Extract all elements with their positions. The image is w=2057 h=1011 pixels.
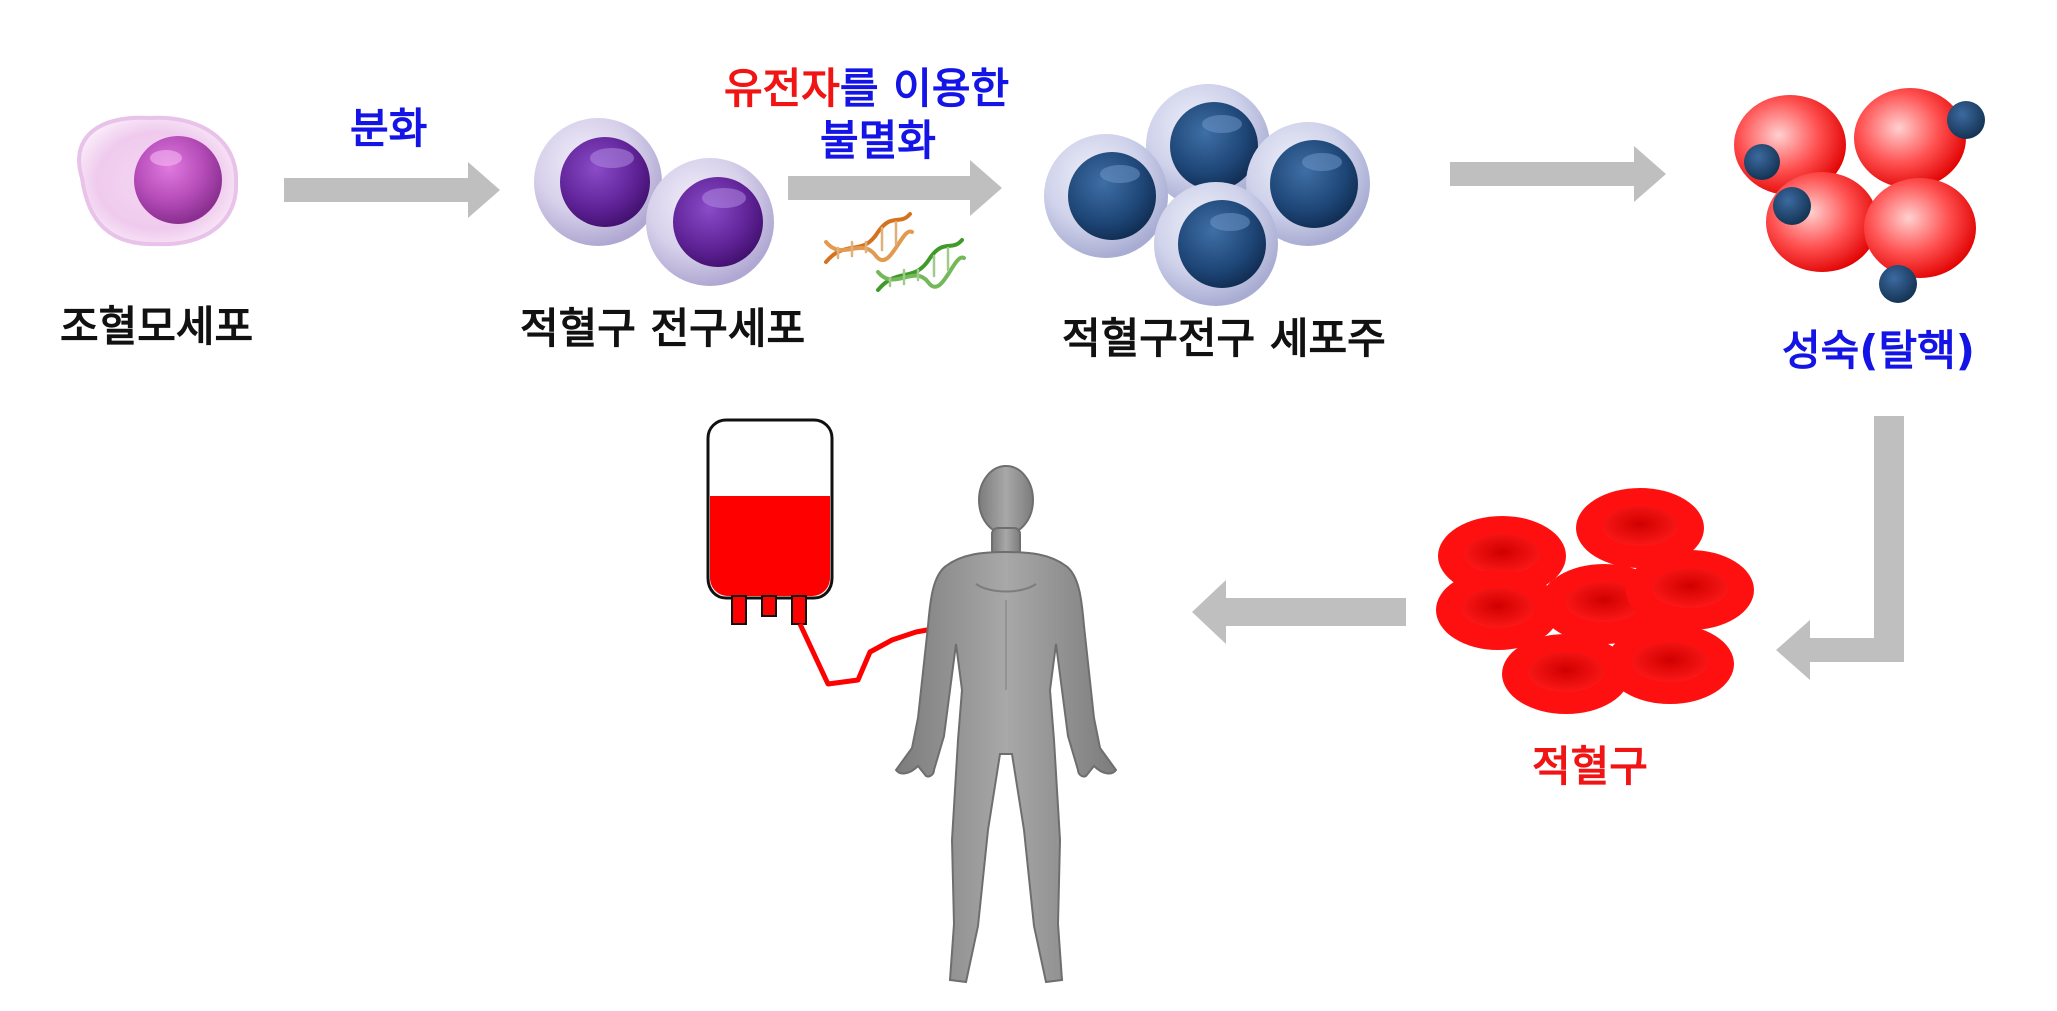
erythroid-progenitor-cell-line bbox=[1044, 84, 1370, 306]
arrow-elbow-down-left bbox=[1776, 416, 1904, 680]
label-hematopoietic-stem-cell: 조혈모세포 bbox=[60, 302, 254, 351]
maturing-enucleating-cells bbox=[1734, 88, 1985, 303]
blood-tube bbox=[797, 622, 939, 687]
erythroid-progenitor-cells bbox=[534, 118, 774, 286]
hematopoietic-stem-cell bbox=[77, 115, 239, 247]
label-red-blood-cell: 적혈구 bbox=[1532, 742, 1648, 791]
label-immortalization: 불멸화 bbox=[820, 116, 936, 165]
arrow-to-transfusion bbox=[1192, 580, 1406, 644]
red-blood-cell-cluster bbox=[1436, 488, 1754, 714]
blood-bag-icon bbox=[706, 418, 834, 625]
arrow-maturation bbox=[1450, 146, 1666, 202]
arrow-differentiation bbox=[284, 162, 500, 218]
label-erythroid-progenitor: 적혈구 전구세포 bbox=[520, 304, 806, 353]
arrow-immortalization bbox=[788, 160, 1002, 216]
label-erythroid-cell-line: 적혈구전구 세포주 bbox=[1062, 314, 1386, 363]
label-gene-immortalization: 유전자를 이용한 bbox=[724, 68, 1009, 110]
label-using-word: 를 이용한 bbox=[839, 64, 1010, 113]
label-maturation-enucleation: 성숙(탈핵) bbox=[1782, 326, 1975, 375]
dna-icon bbox=[824, 212, 966, 292]
human-body-icon bbox=[894, 465, 1118, 984]
label-differentiation: 분화 bbox=[350, 104, 428, 153]
label-gene-word: 유전자 bbox=[724, 64, 840, 113]
